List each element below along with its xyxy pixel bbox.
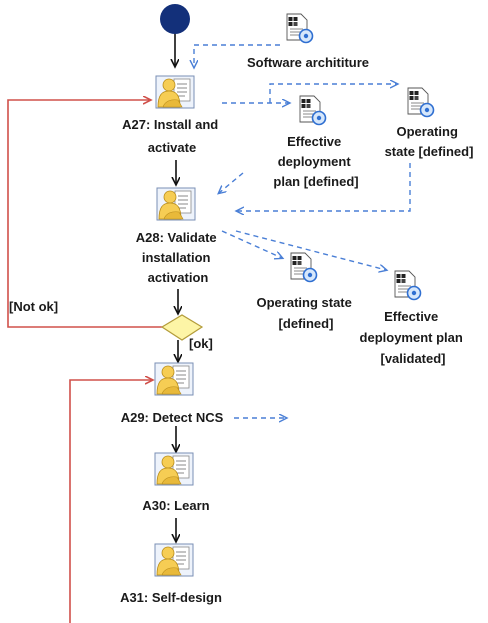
activity-label-a30: A30: Learn — [142, 498, 209, 513]
artifact-document-gear-icon — [290, 252, 318, 283]
artifact-label-operating-state-defined-top: Operating state [defined] — [385, 124, 474, 159]
flow-software-architecture-a27 — [194, 44, 280, 67]
initial-node — [160, 4, 190, 34]
artifact-document-gear-icon — [299, 95, 327, 126]
activity-person-document-icon — [156, 187, 196, 221]
flow-a27-operating-state — [269, 84, 397, 103]
flow-a28-effective-deployment-plan-validated — [235, 230, 386, 270]
flow-a28-operating-state — [221, 230, 282, 258]
activity-label-a27: A27: Install and activate — [122, 117, 222, 155]
artifact-label-operating-state-defined-bottom: Operating state [defined] — [257, 295, 356, 331]
artifact-label-effective-deployment-plan-defined: Effective deployment plan [defined] — [273, 134, 358, 189]
guard-ok: [ok] — [189, 336, 213, 351]
activity-label-a31: A31: Self-design — [120, 590, 222, 605]
activity-person-document-icon — [154, 362, 194, 396]
artifact-label-effective-deployment-plan-validated: Effective deployment plan [validated] — [360, 309, 467, 366]
flow-self-design-loop — [69, 380, 152, 623]
activity-person-document-icon — [155, 75, 195, 109]
flow-not-ok-loop — [7, 100, 162, 328]
flow-effective-deployment-plan-a28 — [219, 172, 244, 193]
guard-not-ok: [Not ok] — [9, 299, 58, 314]
activity-person-document-icon — [154, 543, 194, 577]
activity-label-a28: A28: Validate installation activation — [136, 230, 221, 285]
flow-operating-state-a28 — [237, 163, 411, 211]
activity-person-document-icon — [154, 452, 194, 486]
decision-node — [160, 314, 204, 341]
artifact-label-software-architecture: Software archititure — [247, 55, 369, 70]
artifact-document-gear-icon — [407, 87, 435, 118]
activity-label-a29: A29: Detect NCS — [121, 410, 224, 425]
artifact-document-gear-icon — [394, 270, 422, 301]
artifact-document-gear-icon — [286, 13, 314, 44]
